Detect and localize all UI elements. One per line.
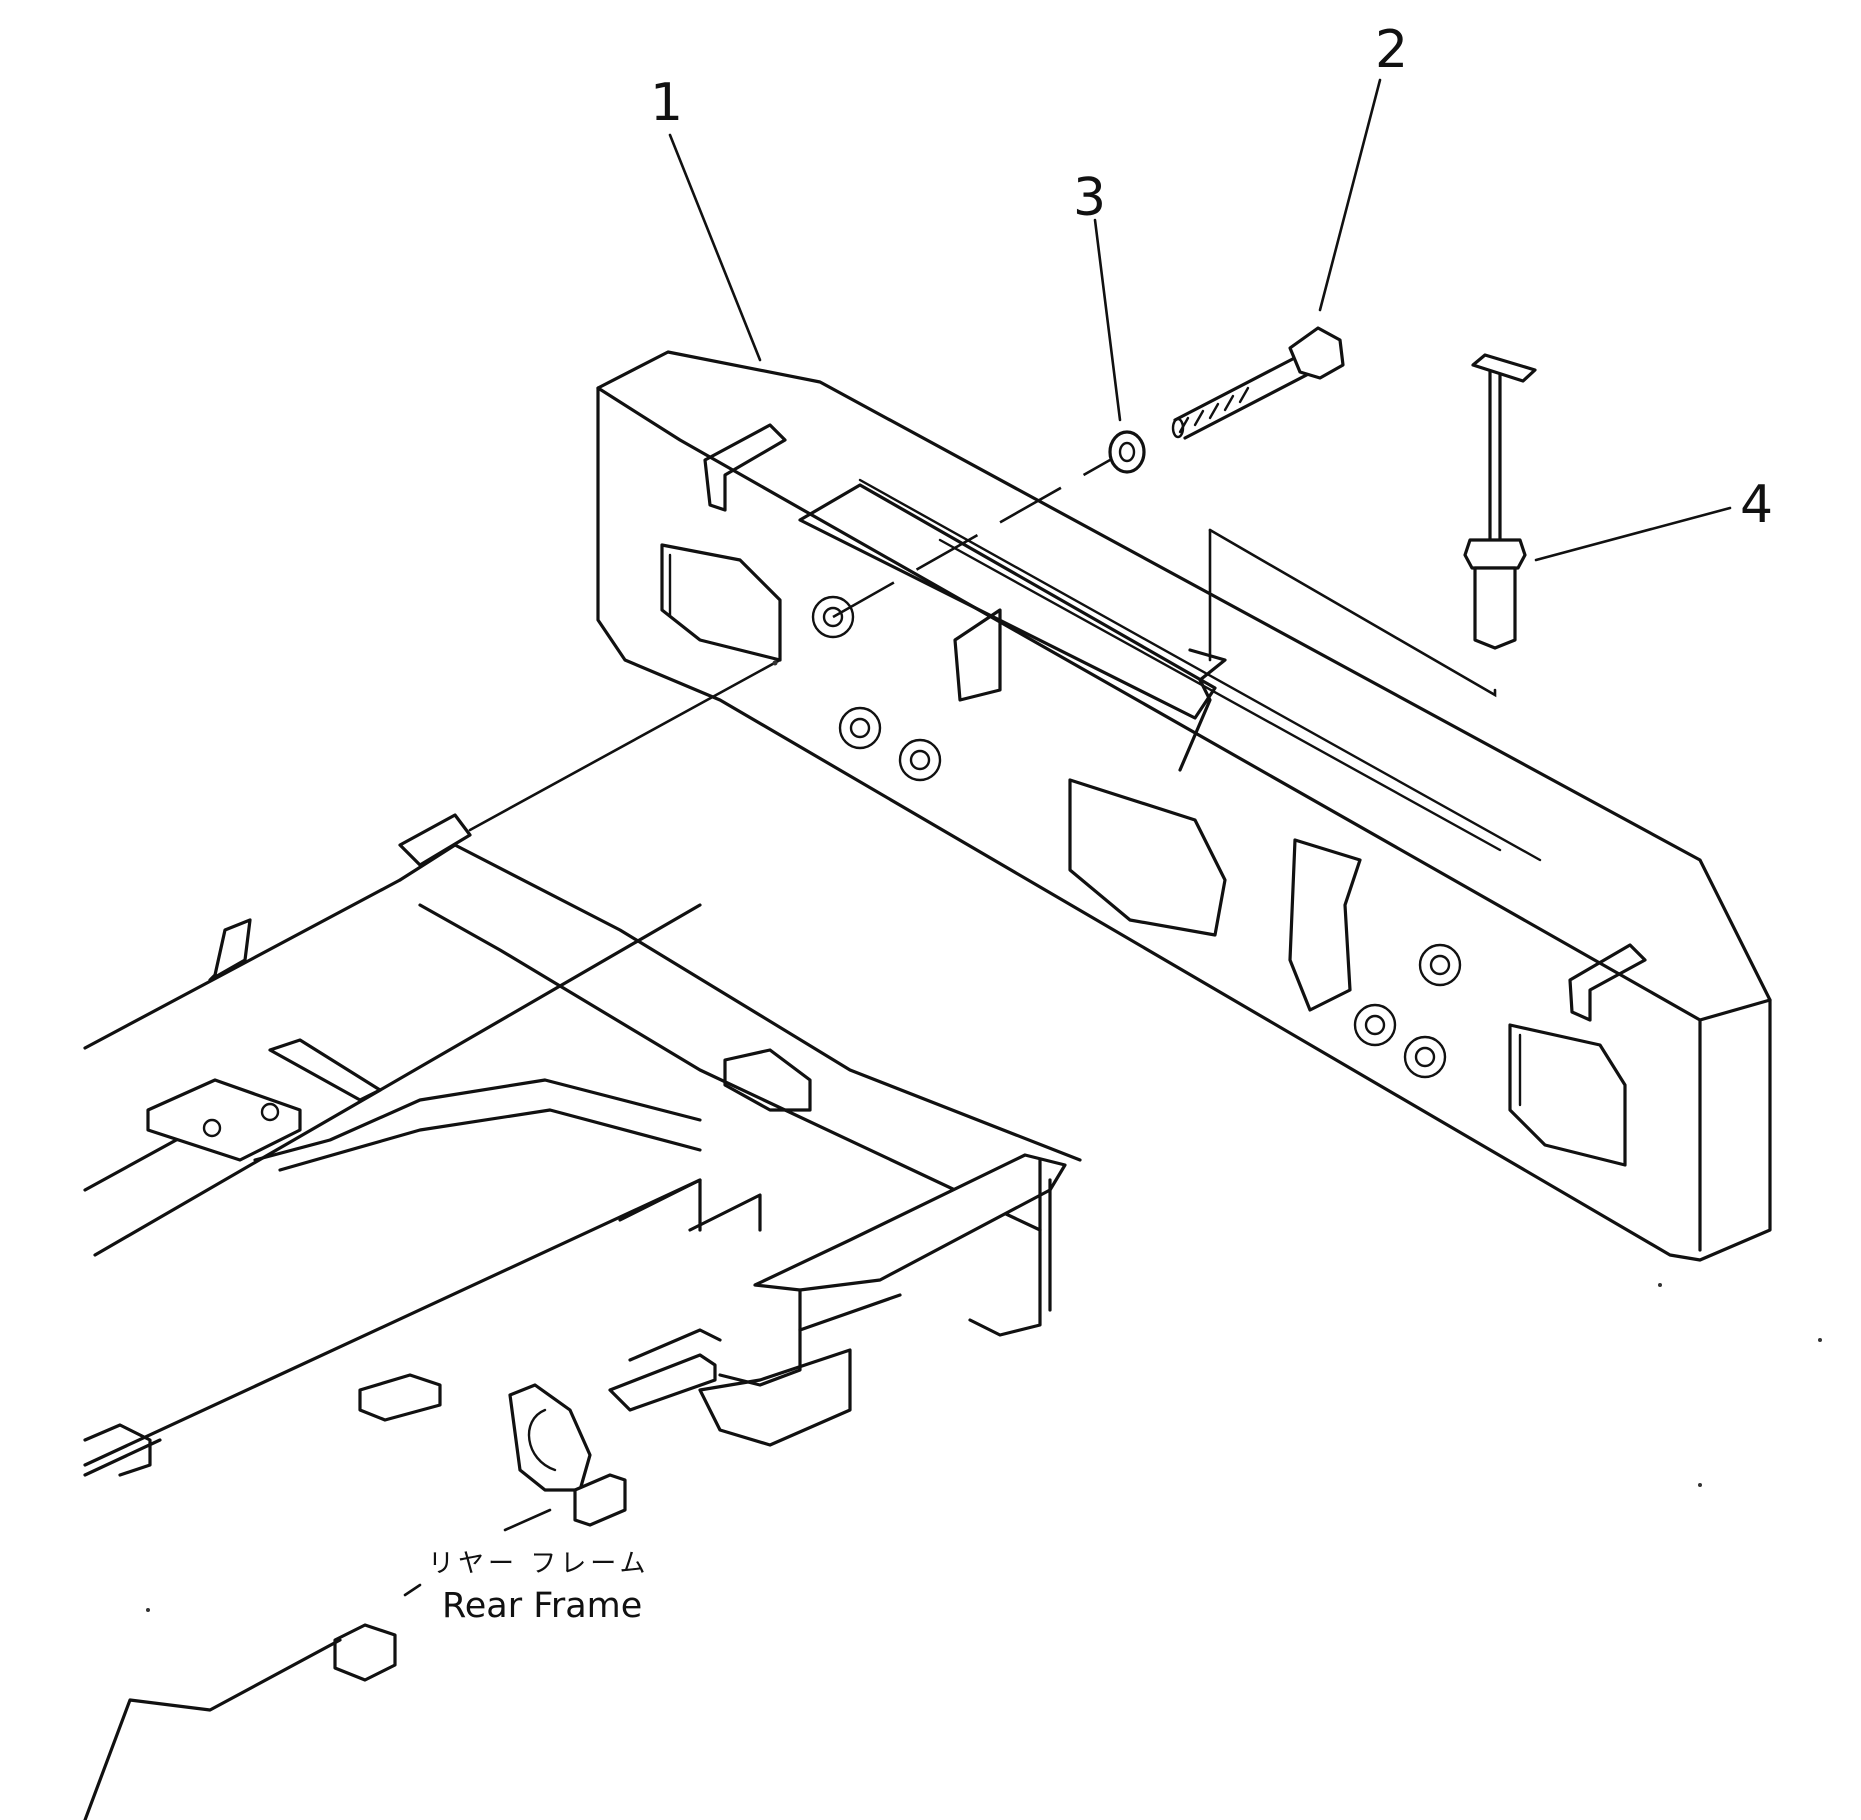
bolt-hole xyxy=(811,595,855,639)
callout-1: 1 xyxy=(650,73,683,133)
washer-part-3 xyxy=(1108,430,1146,474)
rear-frame xyxy=(83,813,1082,1820)
scan-speckles xyxy=(146,660,1822,1612)
bolt-hole xyxy=(838,706,882,750)
bolt-hole xyxy=(1418,943,1462,987)
rear-frame-label-japanese: リヤー フレーム xyxy=(428,1549,650,1579)
callout-3: 3 xyxy=(1073,168,1106,228)
bolt-part-2 xyxy=(1171,326,1345,440)
bolt-hole xyxy=(898,738,942,782)
pin-part-4 xyxy=(1463,353,1537,650)
bolt-hole xyxy=(1403,1035,1447,1079)
callout-4: 4 xyxy=(1740,475,1773,535)
rear-frame-label-english: Rear Frame xyxy=(442,1586,642,1626)
rear-frame-label: リヤー フレーム Rear Frame xyxy=(428,1549,650,1626)
callout-leaders xyxy=(403,78,1732,1597)
counterweight-part-1 xyxy=(596,350,1772,1262)
callout-2: 2 xyxy=(1375,20,1408,80)
assembly-guide-lines xyxy=(468,458,1497,832)
bolt-hole xyxy=(1353,1003,1397,1047)
